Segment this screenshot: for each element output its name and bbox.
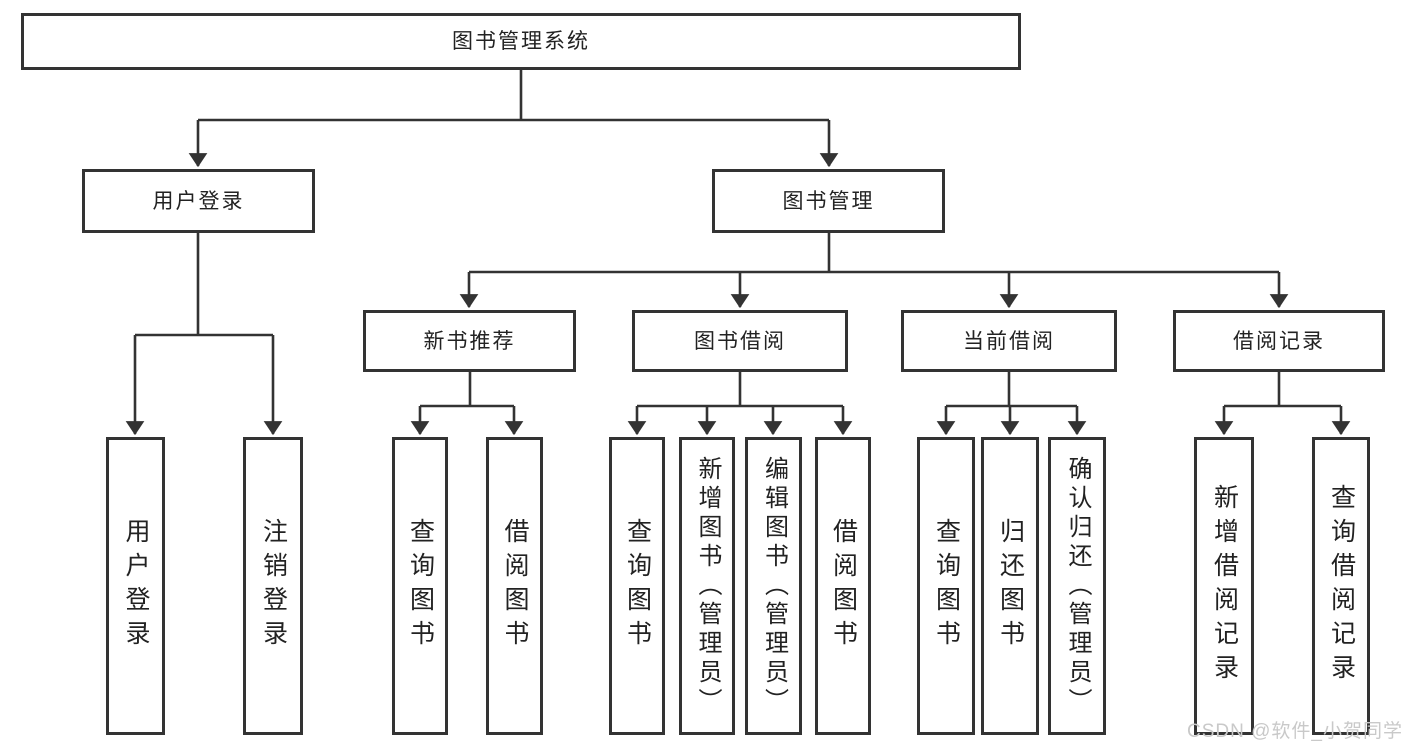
connector-root-to-level2: [188, 70, 839, 168]
connector-user-login-to-leaves: [125, 233, 283, 436]
leaf-borrow-edit-admin: 编辑图书（管理员）: [745, 437, 802, 735]
connector-book-borrow-to-leaves: [627, 372, 853, 436]
node-book-borrow: 图书借阅: [632, 310, 848, 372]
node-book-mgmt: 图书管理: [712, 169, 945, 233]
connector-book-mgmt-to-sections: [459, 233, 1289, 309]
leaf-newbook-borrow: 借阅图书: [486, 437, 543, 735]
node-user-login: 用户登录: [82, 169, 315, 233]
node-root: 图书管理系统: [21, 13, 1021, 70]
leaf-borrow-borrow: 借阅图书: [815, 437, 871, 735]
leaf-record-add: 新增借阅记录: [1194, 437, 1254, 735]
csdn-watermark: CSDN @软件_小贺同学: [1187, 721, 1403, 742]
leaf-user-login: 用户登录: [106, 437, 165, 735]
leaf-current-confirm-admin: 确认归还（管理员）: [1048, 437, 1106, 735]
node-current-borrow: 当前借阅: [901, 310, 1117, 372]
leaf-borrow-query: 查询图书: [609, 437, 665, 735]
leaf-borrow-add-admin: 新增图书（管理员）: [679, 437, 735, 735]
node-new-book-rec: 新书推荐: [363, 310, 576, 372]
leaf-current-query: 查询图书: [917, 437, 975, 735]
leaf-newbook-query: 查询图书: [392, 437, 448, 735]
leaf-logout: 注销登录: [243, 437, 303, 735]
connector-borrow-record-to-leaves: [1214, 372, 1351, 436]
connector-current-borrow-to-leaves: [936, 372, 1087, 436]
connector-new-book-rec-to-leaves: [410, 372, 524, 436]
leaf-current-return: 归还图书: [981, 437, 1039, 735]
node-borrow-record: 借阅记录: [1173, 310, 1385, 372]
leaf-record-query: 查询借阅记录: [1312, 437, 1370, 735]
